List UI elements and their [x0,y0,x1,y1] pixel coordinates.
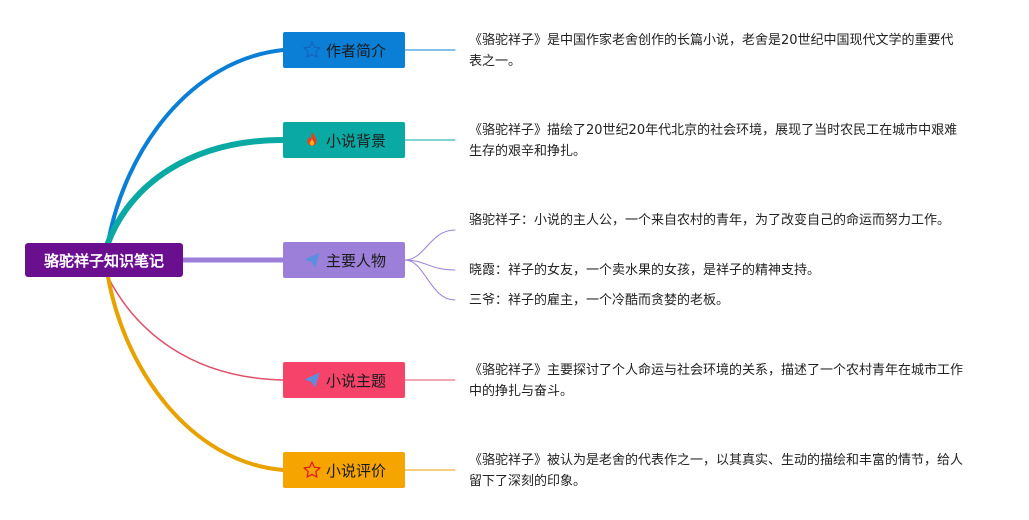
topic-label: 主要人物 [325,251,386,270]
topic-label: 小说主题 [325,371,386,390]
note-character-xiangzi[interactable]: 骆驼祥子：小说的主人公，一个来自农村的青年，为了改变自己的命运而努力工作。 [469,213,951,228]
connector-note-sanye [404,259,456,301]
connector-author-intro [106,48,285,245]
connector-novel-background [105,137,286,246]
topic-main-characters[interactable]: 主要人物 [283,242,405,278]
note-novel-review[interactable]: 《骆驼祥子》被认为是老舍的代表作之一，以其真实、生动的描绘和丰富的情节，给人留下… [469,453,964,489]
paper-plane-icon [302,250,322,270]
topic-novel-background[interactable]: 小说背景 [283,122,405,158]
connector-note-xiangzi [404,229,456,261]
root-topic[interactable]: 骆驼祥子知识笔记 [25,243,183,277]
topic-label: 小说背景 [325,131,386,150]
fire-icon [302,130,322,150]
topic-novel-theme[interactable]: 小说主题 [283,362,405,398]
note-author-intro[interactable]: 《骆驼祥子》是中国作家老舍创作的长篇小说，老舍是20世纪中国现代文学的重要代表之… [469,33,954,69]
note-novel-theme[interactable]: 《骆驼祥子》主要探讨了个人命运与社会环境的关系，描述了一个农村青年在城市工作中的… [469,363,964,399]
connector-novel-review [106,275,285,472]
note-novel-background[interactable]: 《骆驼祥子》描绘了20世纪20年代北京的社会环境，展现了当时农民工在城市中艰难生… [469,123,958,159]
topic-author-intro[interactable]: 作者简介 [283,32,405,68]
paper-plane-icon [302,370,322,390]
root-topic-label: 骆驼祥子知识笔记 [43,251,164,270]
note-character-xiaoxia[interactable]: 晓霞：祥子的女友，一个卖水果的女孩，是祥子的精神支持。 [469,263,821,278]
note-character-sanye[interactable]: 三爷：祥子的雇主，一个冷酷而贪婪的老板。 [469,293,730,308]
star-outline-icon [302,40,322,60]
star-outline-icon [302,460,322,480]
connector-note-xiaoxia [404,259,456,271]
topic-novel-review[interactable]: 小说评价 [283,452,405,488]
topic-label: 小说评价 [325,461,386,480]
connector-novel-theme [107,276,284,381]
topic-label: 作者简介 [325,41,386,60]
